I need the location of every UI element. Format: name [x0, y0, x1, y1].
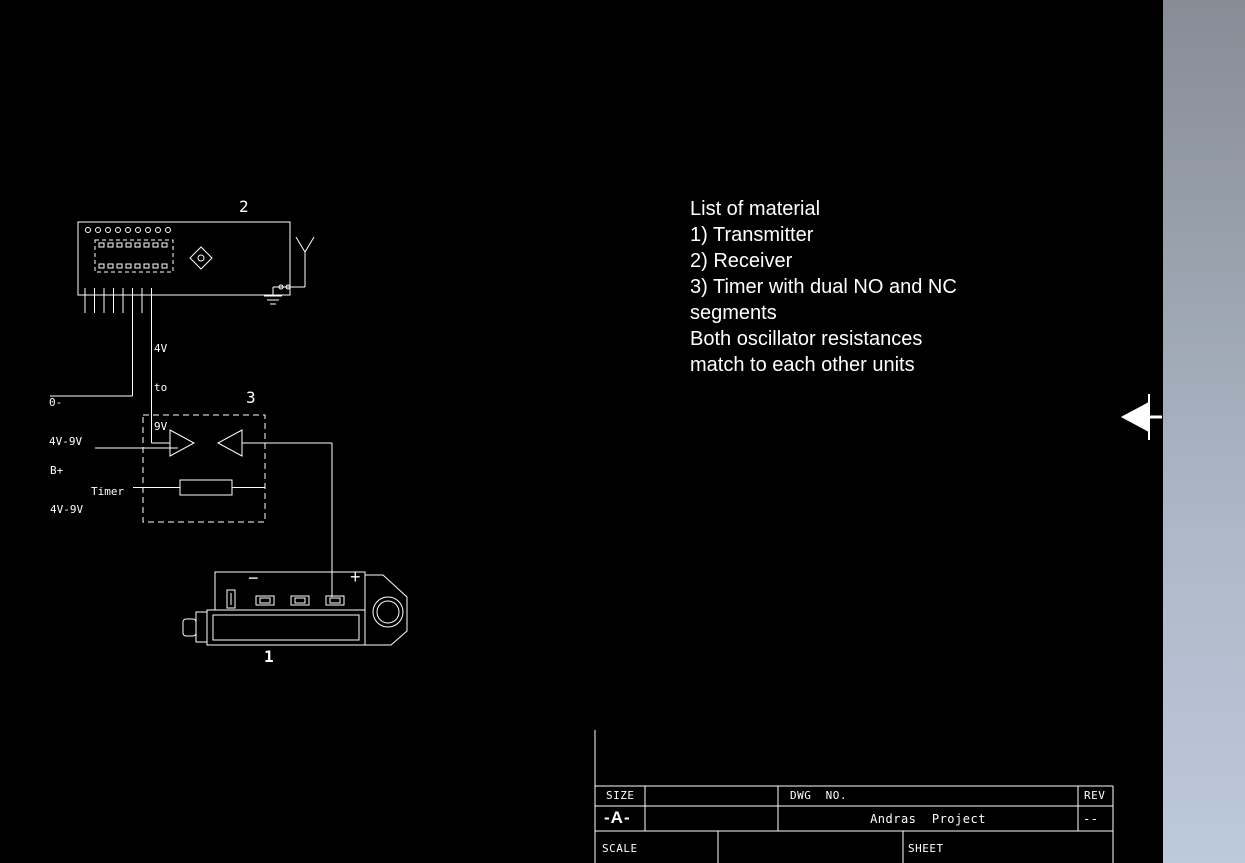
timer-module	[133, 414, 266, 523]
antenna-icon	[273, 236, 315, 290]
title-block-size-label: SIZE	[606, 789, 635, 802]
title-block-sheet-label: SHEET	[908, 842, 944, 855]
pan-left-arrow[interactable]	[1120, 394, 1162, 440]
material-list-line: Both oscillator resistances	[690, 328, 923, 350]
material-list-line: List of material	[690, 198, 821, 220]
material-list-line: segments	[690, 302, 777, 324]
transmitter-number-label: 1	[264, 647, 274, 666]
ic-chip-outline	[94, 239, 174, 273]
bplus-label: B+ 4V-9V	[50, 464, 84, 516]
lens-circle-icon	[372, 596, 404, 628]
material-list: List of material 1) Transmitter 2) Recei…	[690, 196, 1020, 378]
title-block-borders	[594, 730, 1114, 863]
timer-resistor-icon	[133, 479, 265, 496]
title-block-rev-value: --	[1083, 812, 1099, 826]
wires	[50, 313, 333, 597]
material-list-line: 1) Transmitter	[690, 224, 814, 246]
contact-triangles-icon	[169, 429, 243, 457]
supply-voltage-label: 4V to 9V	[154, 342, 168, 433]
material-list-line: 3) Timer with dual NO and NC	[690, 276, 957, 298]
crystal-icon	[189, 246, 213, 270]
zero-voltage-label: 0- 4V-9V	[49, 396, 83, 448]
gradient-sidebar	[1163, 0, 1245, 863]
receiver-number-label: 2	[239, 197, 249, 216]
title-block-dwg-no-value: Andras Project	[870, 812, 986, 826]
timer-wire-label: Timer	[91, 485, 125, 498]
title-block-scale-label: SCALE	[602, 842, 638, 855]
title-block-dwg-no-label: DWG NO.	[790, 789, 847, 802]
plus-terminal-label: +	[350, 567, 361, 587]
ground-icon	[264, 287, 282, 305]
timer-number-label: 3	[246, 388, 256, 407]
receiver-module	[77, 221, 315, 313]
title-block-size-value: -A-	[604, 808, 631, 827]
transmitter-device	[182, 571, 408, 646]
title-block-rev-label: REV	[1084, 789, 1106, 802]
minus-terminal-label: −	[248, 568, 259, 588]
material-list-line: match to each other units	[690, 354, 915, 376]
material-list-line: 2) Receiver	[690, 250, 793, 272]
